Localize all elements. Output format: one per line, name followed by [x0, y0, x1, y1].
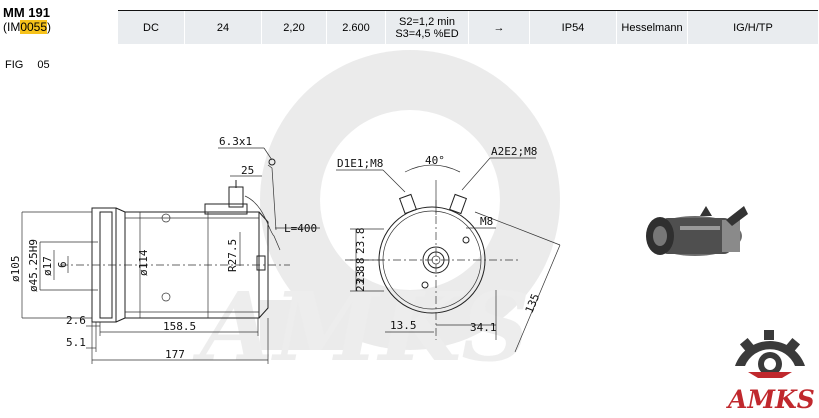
figure-number: 05: [37, 59, 50, 71]
dim-23-8-top: 23.8: [354, 228, 367, 255]
amks-logo-text: AMKS: [726, 385, 815, 414]
dim-25: 25: [241, 164, 254, 177]
spec-manufacturer: Hesselmann: [616, 10, 688, 44]
spec-table: DC 24 2,20 2.600 S2=1,2 min S3=4,5 %ED →…: [118, 10, 818, 44]
amks-logo: AMKS: [726, 330, 815, 414]
dim-d105: ø105: [9, 256, 22, 283]
spec-row: DC 24 2,20 2.600 S2=1,2 min S3=4,5 %ED →…: [118, 10, 818, 44]
dim-d45: ø45.25H9: [27, 239, 40, 292]
model-code: (IM0055): [3, 20, 113, 34]
model-code-suffix: ): [47, 20, 52, 34]
dim-177: 177: [165, 348, 185, 361]
motor-side-view: [21, 147, 320, 364]
motor-front-view: [336, 157, 561, 353]
dim-d17: ø17: [41, 256, 54, 276]
dim-34-1: 34.1: [470, 321, 497, 334]
spec-power: 2,20: [261, 10, 327, 44]
model-header: MM 191 (IM0055): [3, 5, 113, 34]
spec-application: IG/H/TP: [687, 10, 818, 44]
dim-a2e2: A2E2;M8: [491, 145, 537, 158]
dim-d1e1: D1E1;M8: [337, 157, 383, 170]
spec-rotation: →: [468, 10, 530, 44]
spec-protection: IP54: [529, 10, 617, 44]
dim-6-3x1: 6.3x1: [219, 135, 252, 148]
dim-d114: ø114: [137, 249, 150, 276]
spec-duty-s3: S3=4,5 %ED: [395, 27, 459, 40]
spec-duty-s2: S2=1,2 min: [399, 15, 455, 28]
dim-13-5: 13.5: [390, 319, 417, 332]
spec-rpm: 2.600: [326, 10, 386, 44]
dim-5-1: 5.1: [66, 336, 86, 349]
spec-duty-cycle: S2=1,2 min S3=4,5 %ED: [385, 10, 469, 44]
spec-current-type: DC: [118, 10, 185, 44]
motor-photo: [646, 206, 748, 256]
dim-23-8-mid: 23.8: [354, 258, 367, 285]
watermark-gear: AMKS: [192, 50, 560, 383]
model-code-highlight: 0055: [20, 20, 48, 34]
dim-r27-5: R27.5: [226, 239, 239, 272]
dim-158-5: 158.5: [163, 320, 196, 333]
dim-l400: L=400: [284, 222, 317, 235]
dim-6: 6: [56, 261, 69, 268]
dim-40deg: 40°: [425, 154, 445, 167]
model-code-prefix: (IM: [3, 20, 21, 34]
dim-2-6: 2.6: [66, 314, 86, 327]
spec-voltage: 24: [184, 10, 262, 44]
dim-23-8-bottom: 23.8: [354, 266, 367, 293]
svg-text:AMKS: AMKS: [192, 272, 530, 383]
figure-label-text: FIG: [5, 59, 24, 71]
model-title: MM 191: [3, 5, 50, 20]
figure-label: FIG 05: [5, 59, 64, 71]
dim-m8: M8: [480, 215, 493, 228]
